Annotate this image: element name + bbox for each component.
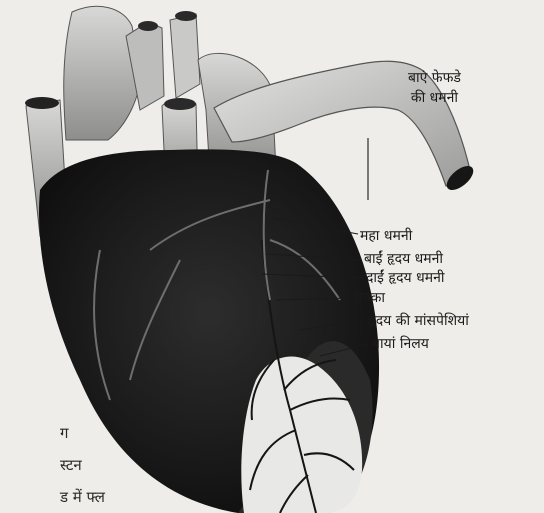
label-heart-muscles: हृदय की मांसपेशियां: [368, 313, 469, 329]
label-left-pulmonary-artery: बाएं फेफडे की धमनी: [408, 70, 461, 106]
label-left-pulmonary-artery-line2: की धमनी: [408, 90, 461, 106]
label-left-pulmonary-artery-line1: बाएं फेफडे: [408, 70, 461, 86]
page-bleed-text-3: ड में फ्ल: [60, 488, 105, 506]
label-left-ventricle: बायां निलय: [372, 336, 429, 352]
label-left-coronary-artery: बाईं हृदय धमनी: [364, 251, 443, 267]
label-right-coronary-artery: दाईं हृदय धमनी: [366, 270, 444, 286]
label-clot: थक्का: [354, 290, 385, 306]
page-bleed-text-1: ग: [60, 424, 68, 442]
page-bleed-text-2: स्टन: [60, 456, 82, 474]
label-aorta: महा धमनी: [360, 228, 412, 244]
